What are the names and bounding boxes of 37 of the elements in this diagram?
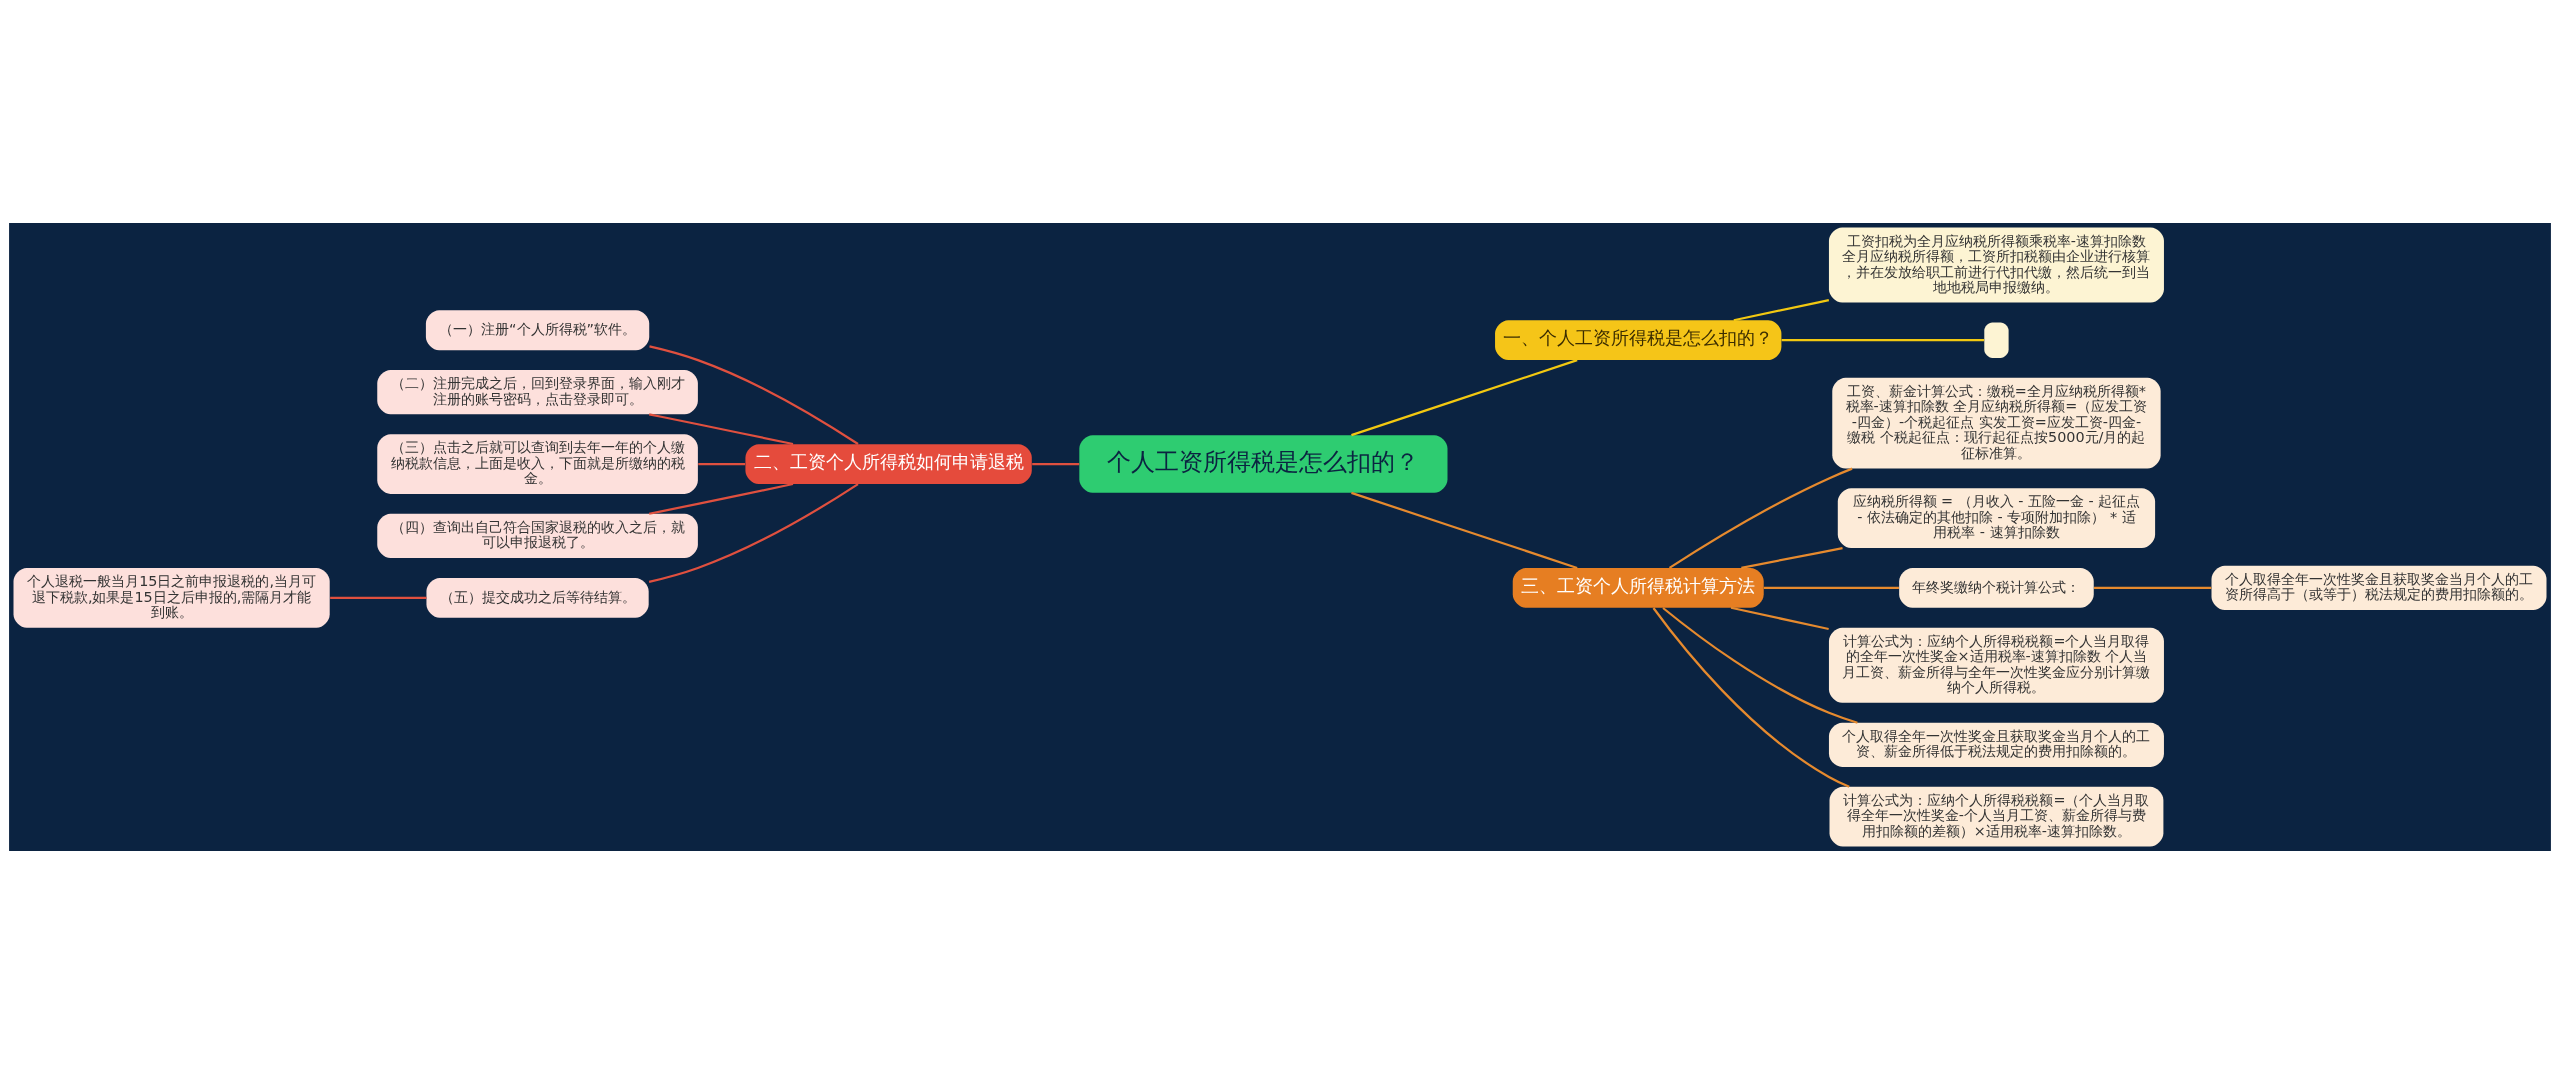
connector bbox=[1662, 607, 1858, 724]
node-box: 计算公式为：应纳个人所得税税额=个人当月取得的全年一次性奖金×适用税率-速算扣除数 个人当月工资、薪金所得与全年一次性奖金应分别计算缴纳个人所得税。 bbox=[1828, 627, 2164, 703]
node-box: 个人工资所得税是怎么扣的？ bbox=[1079, 435, 1448, 493]
connector bbox=[1733, 299, 1830, 322]
connector bbox=[1351, 491, 1578, 569]
connector bbox=[330, 596, 427, 599]
node-box: 个人取得全年一次性奖金且获取奖金当月个人的工资所得高于（或等于）税法规定的费用扣除额的。 bbox=[2211, 565, 2547, 610]
connector bbox=[1741, 547, 1843, 569]
node-box: 年终奖缴纳个税计算公式： bbox=[1899, 567, 2094, 608]
node-box bbox=[1984, 322, 2009, 358]
connector bbox=[1652, 607, 1850, 788]
connector bbox=[1730, 606, 1829, 631]
node-box: （四）查询出自己符合国家退税的收入之后，就可以申报退税了。 bbox=[377, 513, 698, 558]
connector bbox=[648, 413, 794, 446]
node-box: 个人退税一般当月15日之前申报退税的,当月可退下税款,如果是15日之后申报的,需隔月才能到账。 bbox=[13, 567, 330, 628]
node-box: 二、工资个人所得税如何申请退税 bbox=[745, 444, 1032, 484]
node-box: （一）注册“个人所得税”软件。 bbox=[425, 310, 650, 351]
connector bbox=[1763, 586, 1899, 589]
node-box: 三、工资个人所得税计算方法 bbox=[1512, 567, 1764, 608]
connector bbox=[1781, 339, 1985, 342]
node-box: 应纳税所得额 = （月收入 - 五险一金 - 起征点 - 依法确定的其他扣除 - 专项附加扣除） * 适用税率 - 速算扣除数 bbox=[1837, 488, 2156, 549]
node-box: （五）提交成功之后等待结算。 bbox=[426, 577, 649, 618]
node-box: （三）点击之后就可以查询到去年一年的个人缴纳税款信息，上面是收入，下面就是所缴纳的税金。 bbox=[377, 434, 698, 494]
connector bbox=[1351, 359, 1578, 437]
node-box: 工资、薪金计算公式：缴税=全月应纳税所得额*税率-速算扣除数 全月应纳税所得额=（应发工资-四金）-个税起征点 实发工资=应发工资-四金-缴税 个税起征点：现行起征点按5000元/月的起征标准算。 bbox=[1832, 377, 2161, 469]
connector bbox=[1668, 467, 1853, 569]
node-box: 工资扣税为全月应纳税所得额乘税率-速算扣除数全月应纳税所得额，工资所扣税额由企业进行核算，并在发放给职工前进行代扣代缴，然后统一到当地地税局申报缴纳。 bbox=[1828, 227, 2164, 303]
connector bbox=[648, 482, 794, 515]
node-box: （二）注册完成之后，回到登录界面，输入刚才注册的账号密码，点击登录即可。 bbox=[377, 370, 698, 415]
connector bbox=[2094, 586, 2212, 589]
node-box: 计算公式为：应纳个人所得税税额=（个人当月取得全年一次性奖金-个人当月工资、薪金所得与费用扣除额的差额）×适用税率-速算扣除数。 bbox=[1829, 786, 2164, 847]
connector bbox=[648, 483, 859, 583]
node-box: 个人取得全年一次性奖金且获取奖金当月个人的工资、薪金所得低于税法规定的费用扣除额的。 bbox=[1828, 722, 2164, 767]
connector bbox=[649, 345, 859, 445]
connector bbox=[698, 462, 746, 466]
node-box: 一、个人工资所得税是怎么扣的？ bbox=[1495, 320, 1782, 361]
connector bbox=[1032, 462, 1080, 466]
